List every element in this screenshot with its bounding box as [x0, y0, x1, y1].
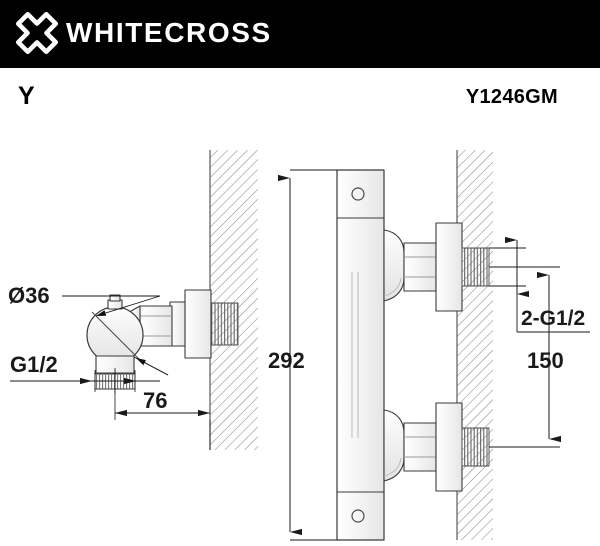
height-label: 292	[268, 348, 305, 373]
product-code-label: Y1246GM	[465, 86, 558, 108]
outlet-thread-label: G1/2	[10, 352, 58, 377]
center-distance-label: 150	[527, 348, 564, 373]
height-dimension-292	[278, 169, 337, 541]
inlet-thread-label: 2-G1/2	[521, 307, 585, 330]
brand-name: WHITECROSS	[66, 17, 272, 48]
header-divider-rule	[0, 66, 600, 68]
inlet-thread-leader	[489, 236, 590, 333]
projection-label: 76	[143, 388, 167, 413]
projection-dimension-76	[114, 370, 211, 450]
series-label: Y	[18, 82, 36, 110]
whitecross-x-logo-icon	[14, 10, 60, 56]
left-side-view	[86, 150, 258, 450]
brand-header-bar: WHITECROSS	[0, 0, 600, 66]
technical-drawing: Ø36 G1/2 76 292 150 2-G1/2	[0, 120, 600, 546]
diameter-leader	[62, 295, 169, 376]
right-front-view	[336, 150, 493, 541]
diameter-label: Ø36	[8, 283, 50, 308]
